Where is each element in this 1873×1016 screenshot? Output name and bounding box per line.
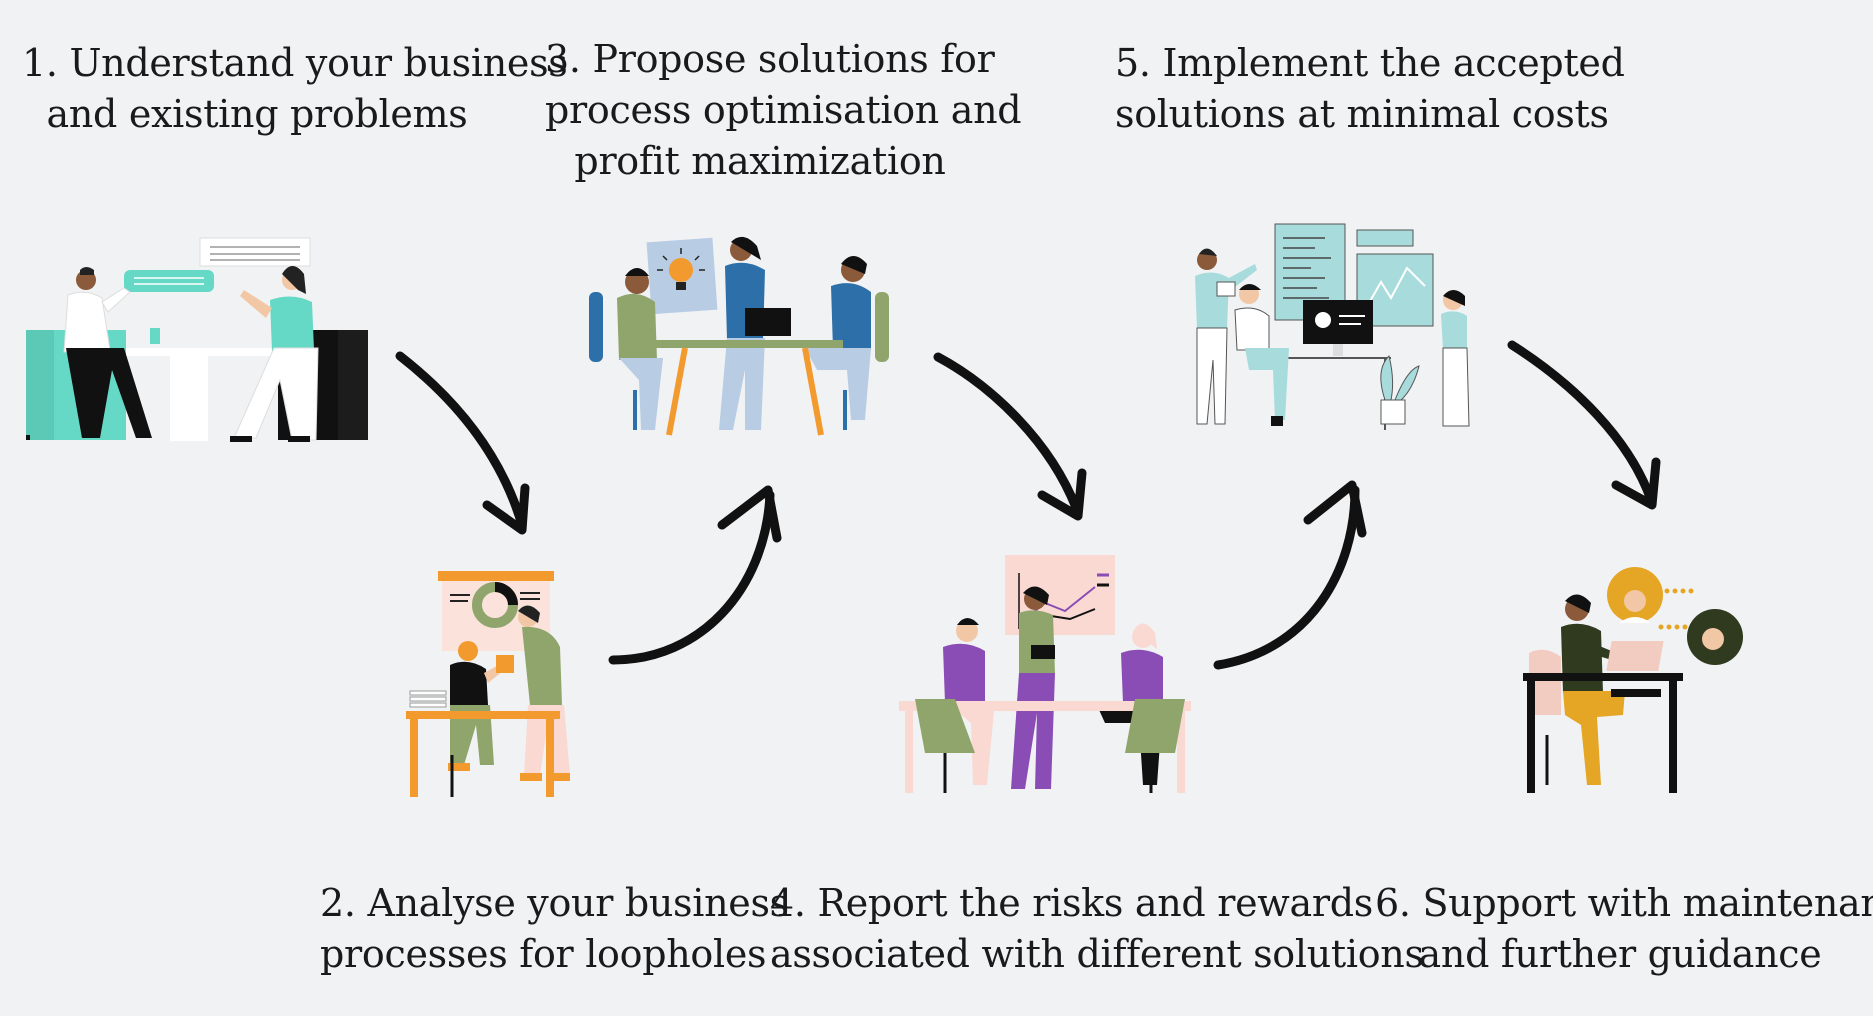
arrow-3-to-4-head xyxy=(1037,468,1087,521)
two-people-meeting-icon xyxy=(26,237,368,442)
arrow-4-to-5 xyxy=(1213,485,1360,670)
arrow-3-to-4 xyxy=(933,352,1082,515)
arrow-2-to-3 xyxy=(608,490,775,665)
dashboard-implementation-icon xyxy=(1195,223,1470,430)
step-4-line1: Report the risks and rewards xyxy=(817,881,1373,925)
step-5-line2: solutions at minimal costs xyxy=(1115,92,1609,136)
step-6-text: 6. Support with maintenance and further … xyxy=(1375,878,1873,980)
step-3-line1: Propose solutions for xyxy=(592,37,995,81)
arrow-4-to-5-head xyxy=(1303,480,1367,538)
arrow-5-to-6 xyxy=(1507,340,1656,505)
arrow-1-to-2-head xyxy=(482,483,530,535)
step-2-text: 2. Analyse your business processes for l… xyxy=(320,878,789,980)
step-1-text: 1. Understand your business and existing… xyxy=(22,38,568,140)
step-4-number: 4. xyxy=(770,881,806,925)
arrow-2-to-3-head xyxy=(717,485,782,543)
step-3-line3: profit maximization xyxy=(574,139,946,183)
step-2-line1: Analyse your business xyxy=(367,881,789,925)
arrow-1-to-2 xyxy=(395,351,527,530)
step-4-line2: associated with different solutions xyxy=(770,932,1424,976)
desk-analysis-icon xyxy=(406,571,570,797)
step-5-number: 5. xyxy=(1115,41,1151,85)
step-6-line1: Support with maintenance xyxy=(1422,881,1873,925)
support-desk-icon xyxy=(1523,567,1743,793)
step-2-number: 2. xyxy=(320,881,356,925)
step-5-text: 5. Implement the accepted solutions at m… xyxy=(1115,38,1625,140)
step-3-number: 3. xyxy=(545,37,581,81)
team-report-icon xyxy=(899,555,1191,793)
step-6-line2: and further guidance xyxy=(1418,932,1822,976)
team-idea-icon xyxy=(589,236,889,436)
step-3-text: 3. Propose solutions for process optimis… xyxy=(545,34,1022,187)
step-5-line1: Implement the accepted xyxy=(1162,41,1625,85)
step-1-line1: Understand your business xyxy=(69,41,568,85)
step-4-text: 4. Report the risks and rewards associat… xyxy=(770,878,1424,980)
arrow-5-to-6-head xyxy=(1611,457,1661,510)
step-1-line2: and existing problems xyxy=(46,92,468,136)
step-6-number: 6. xyxy=(1375,881,1411,925)
step-2-line2: processes for loopholes xyxy=(320,932,767,976)
step-1-number: 1. xyxy=(22,41,58,85)
step-3-line2: process optimisation and xyxy=(545,88,1022,132)
